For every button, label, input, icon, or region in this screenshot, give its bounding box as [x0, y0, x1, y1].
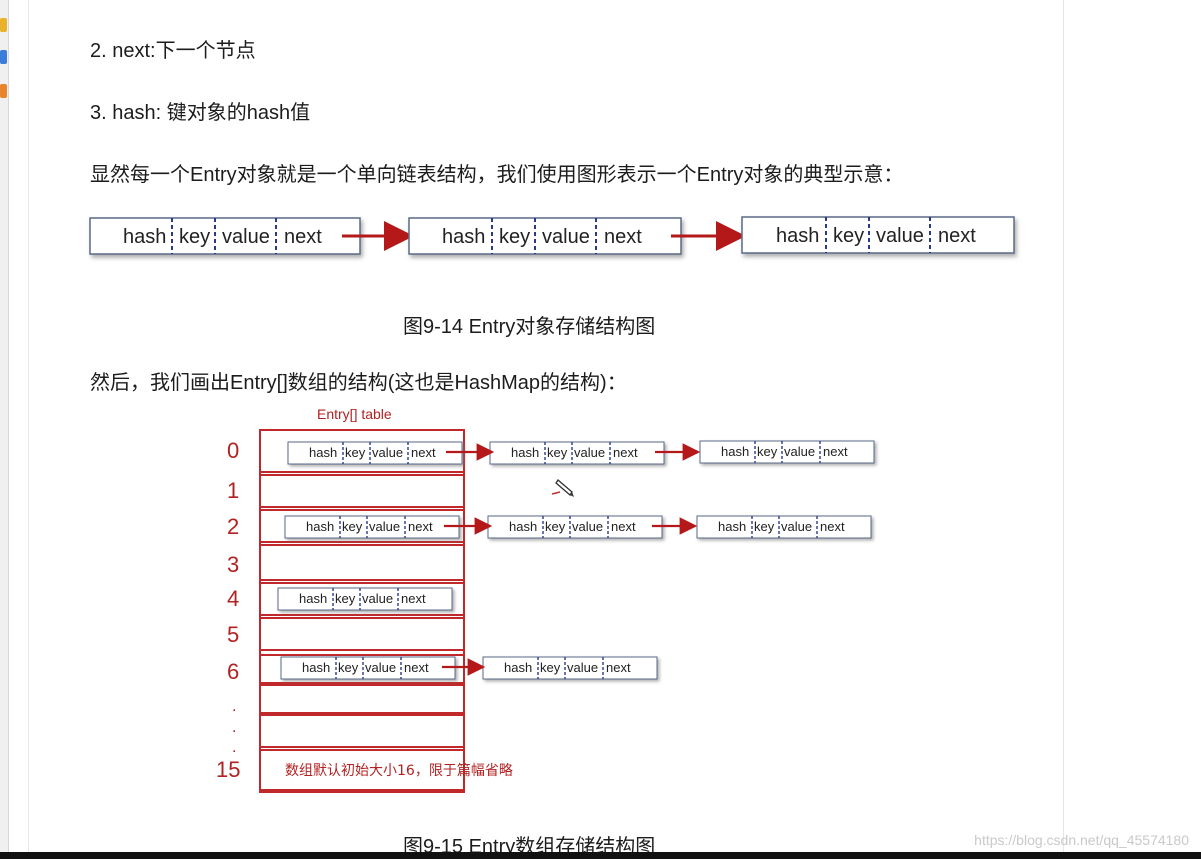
figure-caption-1: 图9-14 Entry对象存储结构图	[403, 316, 656, 338]
array-index: .	[232, 698, 236, 715]
array-slot	[259, 474, 465, 508]
field-key: key	[335, 591, 356, 606]
field-hash: hash	[721, 444, 749, 459]
bottom-bar	[0, 852, 1201, 859]
array-slot	[259, 749, 465, 793]
field-hash: hash	[442, 226, 485, 248]
field-next: next	[284, 226, 322, 248]
left-toolbar	[0, 0, 9, 859]
field-value: value	[574, 445, 605, 460]
array-slot	[259, 654, 465, 684]
field-key: key	[179, 226, 210, 248]
array-index: 3	[227, 552, 239, 577]
field-value: value	[372, 445, 403, 460]
field-hash: hash	[302, 660, 330, 675]
field-key: key	[754, 519, 775, 534]
field-value: value	[365, 660, 396, 675]
list-item-hash: 3. hash: 键对象的hash值	[90, 102, 311, 124]
field-hash: hash	[509, 519, 537, 534]
entry-structure-figure: hash key value next hash key value next …	[89, 216, 1015, 255]
field-value: value	[876, 225, 924, 247]
field-key: key	[757, 444, 778, 459]
field-hash: hash	[123, 226, 166, 248]
field-key: key	[499, 226, 530, 248]
field-next: next	[604, 226, 642, 248]
field-value: value	[784, 444, 815, 459]
field-hash: hash	[309, 445, 337, 460]
array-index: 15	[216, 757, 240, 782]
field-value: value	[567, 660, 598, 675]
field-value: value	[369, 519, 400, 534]
array-index: 6	[227, 659, 239, 684]
intro-paragraph: 显然每一个Entry对象就是一个单向链表结构，我们使用图形表示一个Entry对象…	[90, 164, 904, 186]
array-index: 4	[227, 586, 239, 611]
field-next: next	[938, 225, 976, 247]
entry-node-2: hash key value next	[408, 217, 682, 255]
array-slot	[259, 617, 465, 651]
field-next: next	[404, 660, 429, 675]
array-index: 1	[227, 478, 239, 503]
entry-node-3: hash key value next	[741, 216, 1015, 254]
document-edge	[28, 0, 29, 859]
field-value: value	[222, 226, 270, 248]
rss-icon[interactable]	[0, 84, 7, 98]
field-next: next	[411, 445, 436, 460]
array-slot	[259, 582, 465, 616]
field-key: key	[833, 225, 864, 247]
array-index: .	[232, 719, 236, 736]
array-index: 2	[227, 514, 239, 539]
array-slot	[259, 714, 465, 748]
field-next: next	[408, 519, 433, 534]
field-key: key	[345, 445, 366, 460]
array-size-note: 数组默认初始大小16，限于篇幅省略	[285, 762, 513, 779]
array-slot	[259, 544, 465, 581]
field-key: key	[338, 660, 359, 675]
field-key: key	[540, 660, 561, 675]
field-next: next	[401, 591, 426, 606]
field-next: next	[823, 444, 848, 459]
field-value: value	[781, 519, 812, 534]
field-key: key	[342, 519, 363, 534]
field-hash: hash	[511, 445, 539, 460]
array-index: 0	[227, 438, 239, 463]
array-slot	[259, 684, 465, 714]
entry-node-1: hash key value next	[89, 217, 361, 255]
watermark: https://blog.csdn.net/qq_45574180	[974, 832, 1189, 848]
field-next: next	[820, 519, 845, 534]
field-key: key	[545, 519, 566, 534]
array-index: 5	[227, 622, 239, 647]
field-value: value	[362, 591, 393, 606]
right-panel	[1063, 0, 1201, 859]
array-intro-paragraph: 然后，我们画出Entry[]数组的结构(这也是HashMap的结构)：	[90, 372, 627, 394]
field-hash: hash	[299, 591, 327, 606]
field-next: next	[611, 519, 636, 534]
field-value: value	[572, 519, 603, 534]
field-hash: hash	[306, 519, 334, 534]
field-hash: hash	[776, 225, 819, 247]
app-icon[interactable]	[0, 50, 7, 64]
table-label: Entry[] table	[317, 406, 392, 422]
pen-cursor-icon	[551, 479, 574, 497]
folder-icon[interactable]	[0, 18, 7, 32]
field-value: value	[542, 226, 590, 248]
list-item-next: 2. next:下一个节点	[90, 40, 256, 62]
field-hash: hash	[504, 660, 532, 675]
field-hash: hash	[718, 519, 746, 534]
array-index: .	[232, 739, 236, 756]
field-key: key	[547, 445, 568, 460]
field-next: next	[613, 445, 638, 460]
field-next: next	[606, 660, 631, 675]
